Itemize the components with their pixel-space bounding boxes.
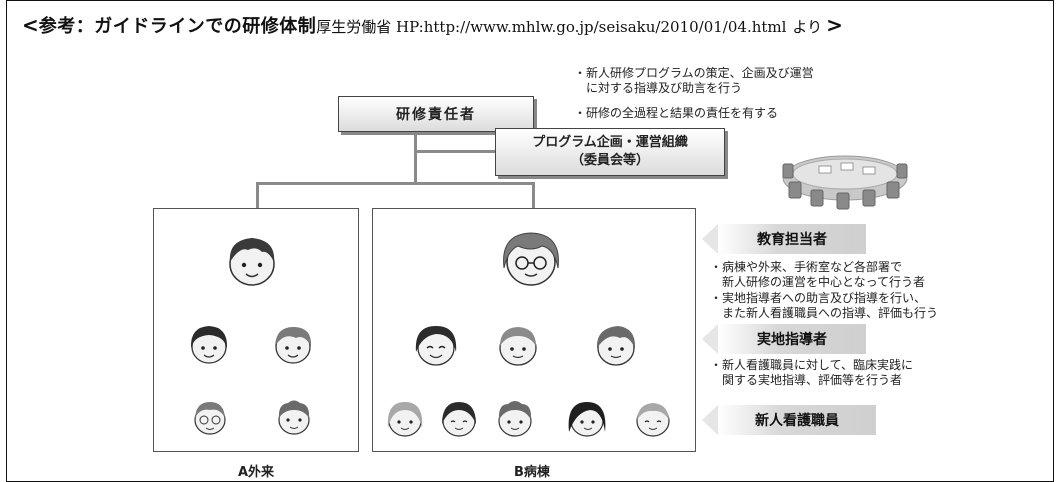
open-bracket: < [22, 13, 39, 37]
new-nurse-face-outpatient-1 [194, 402, 226, 435]
role-new-nurse: 新人看護職員 [702, 405, 876, 435]
field-instructor-face-ward-3 [596, 326, 636, 366]
field-instructor-face-ward-1 [415, 326, 457, 366]
educator-face-outpatient [229, 238, 275, 286]
close-bracket: > [826, 13, 843, 37]
director-note-2: ・研修の全過程と結果の責任を有する [574, 106, 779, 120]
educator-face-ward [503, 232, 559, 286]
new-nurse-face-outpatient-2 [278, 400, 310, 435]
training-director-box: 研修責任者 [338, 96, 534, 132]
director-note-1: ・新人研修プログラムの策定、企画及び運営 に対する指導及び助言を行う [574, 66, 814, 96]
connector-main-vertical [414, 132, 417, 184]
new-nurse-face-ward-5 [636, 403, 670, 437]
role-field-instructor-desc-line-2: 関する実地指導、評価等を行う者 [710, 373, 903, 387]
role-educator-label: 教育担当者 [757, 232, 827, 248]
role-educator-desc-line-1: ・病棟や外来、手術室など各部署で [710, 260, 903, 274]
connector-left-drop [256, 182, 259, 209]
program-committee-line-1: プログラム企画・運営組織 [532, 135, 688, 150]
left-arrow-icon [702, 324, 718, 354]
new-nurse-face-ward-4 [568, 402, 606, 437]
director-note-line-1: ・新人研修プログラムの策定、企画及び運営 [574, 66, 814, 80]
connector-right-drop [532, 182, 535, 209]
program-committee-line-2: （委員会等） [570, 153, 649, 168]
role-field-instructor: 実地指導者 [702, 324, 866, 354]
header: <参考：ガイドラインでの研修体制厚生労働省 HP:http://www.mhlw… [22, 12, 843, 38]
source-suffix: より [792, 18, 823, 36]
role-educator-desc-line-4: また新人看護職員への指導、評価も行う [710, 306, 939, 320]
left-arrow-icon [702, 224, 718, 254]
role-educator-desc-line-2: 新人研修の運営を中心となって行う者 [710, 275, 926, 289]
role-field-instructor-desc: ・新人看護職員に対して、臨床実践に 関する実地指導、評価等を行う者 [710, 358, 913, 388]
new-nurse-face-ward-1 [387, 402, 423, 437]
connector-horizontal [256, 182, 534, 185]
new-nurse-face-ward-2 [442, 402, 476, 437]
diagram-title: 参考：ガイドラインでの研修体制 [38, 16, 317, 37]
role-educator-desc-line-3: ・実地指導者への助言及び指導を行い、 [710, 291, 927, 305]
director-note-line-2: に対する指導及び助言を行う [574, 81, 743, 95]
field-instructor-face-ward-2 [499, 327, 537, 366]
program-committee-box: プログラム企画・運営組織 （委員会等） [495, 128, 725, 176]
role-new-nurse-label: 新人看護職員 [755, 413, 839, 429]
new-nurse-face-ward-3 [498, 401, 532, 437]
training-director-label: 研修責任者 [396, 107, 476, 123]
source-text: 厚生労働省 HP:http://www.mhlw.go.jp/seisaku/2… [316, 18, 787, 36]
role-field-instructor-label: 実地指導者 [757, 332, 827, 348]
left-arrow-icon [702, 405, 718, 435]
role-educator-desc-b: ・実地指導者への助言及び指導を行い、 また新人看護職員への指導、評価も行う [710, 291, 938, 321]
meeting-table-illustration [782, 155, 908, 210]
field-instructor-face-outpatient-1 [190, 326, 228, 364]
role-field-instructor-desc-line-1: ・新人看護職員に対して、臨床実践に [710, 358, 914, 372]
field-instructor-face-outpatient-2 [275, 326, 312, 364]
role-educator: 教育担当者 [702, 224, 866, 254]
role-educator-desc-a: ・病棟や外来、手術室など各部署で 新人研修の運営を中心となって行う者 [710, 260, 925, 290]
caption-outpatient: A外来 [238, 465, 275, 480]
caption-ward: B病棟 [514, 465, 550, 480]
connector-program-branch [416, 150, 496, 153]
